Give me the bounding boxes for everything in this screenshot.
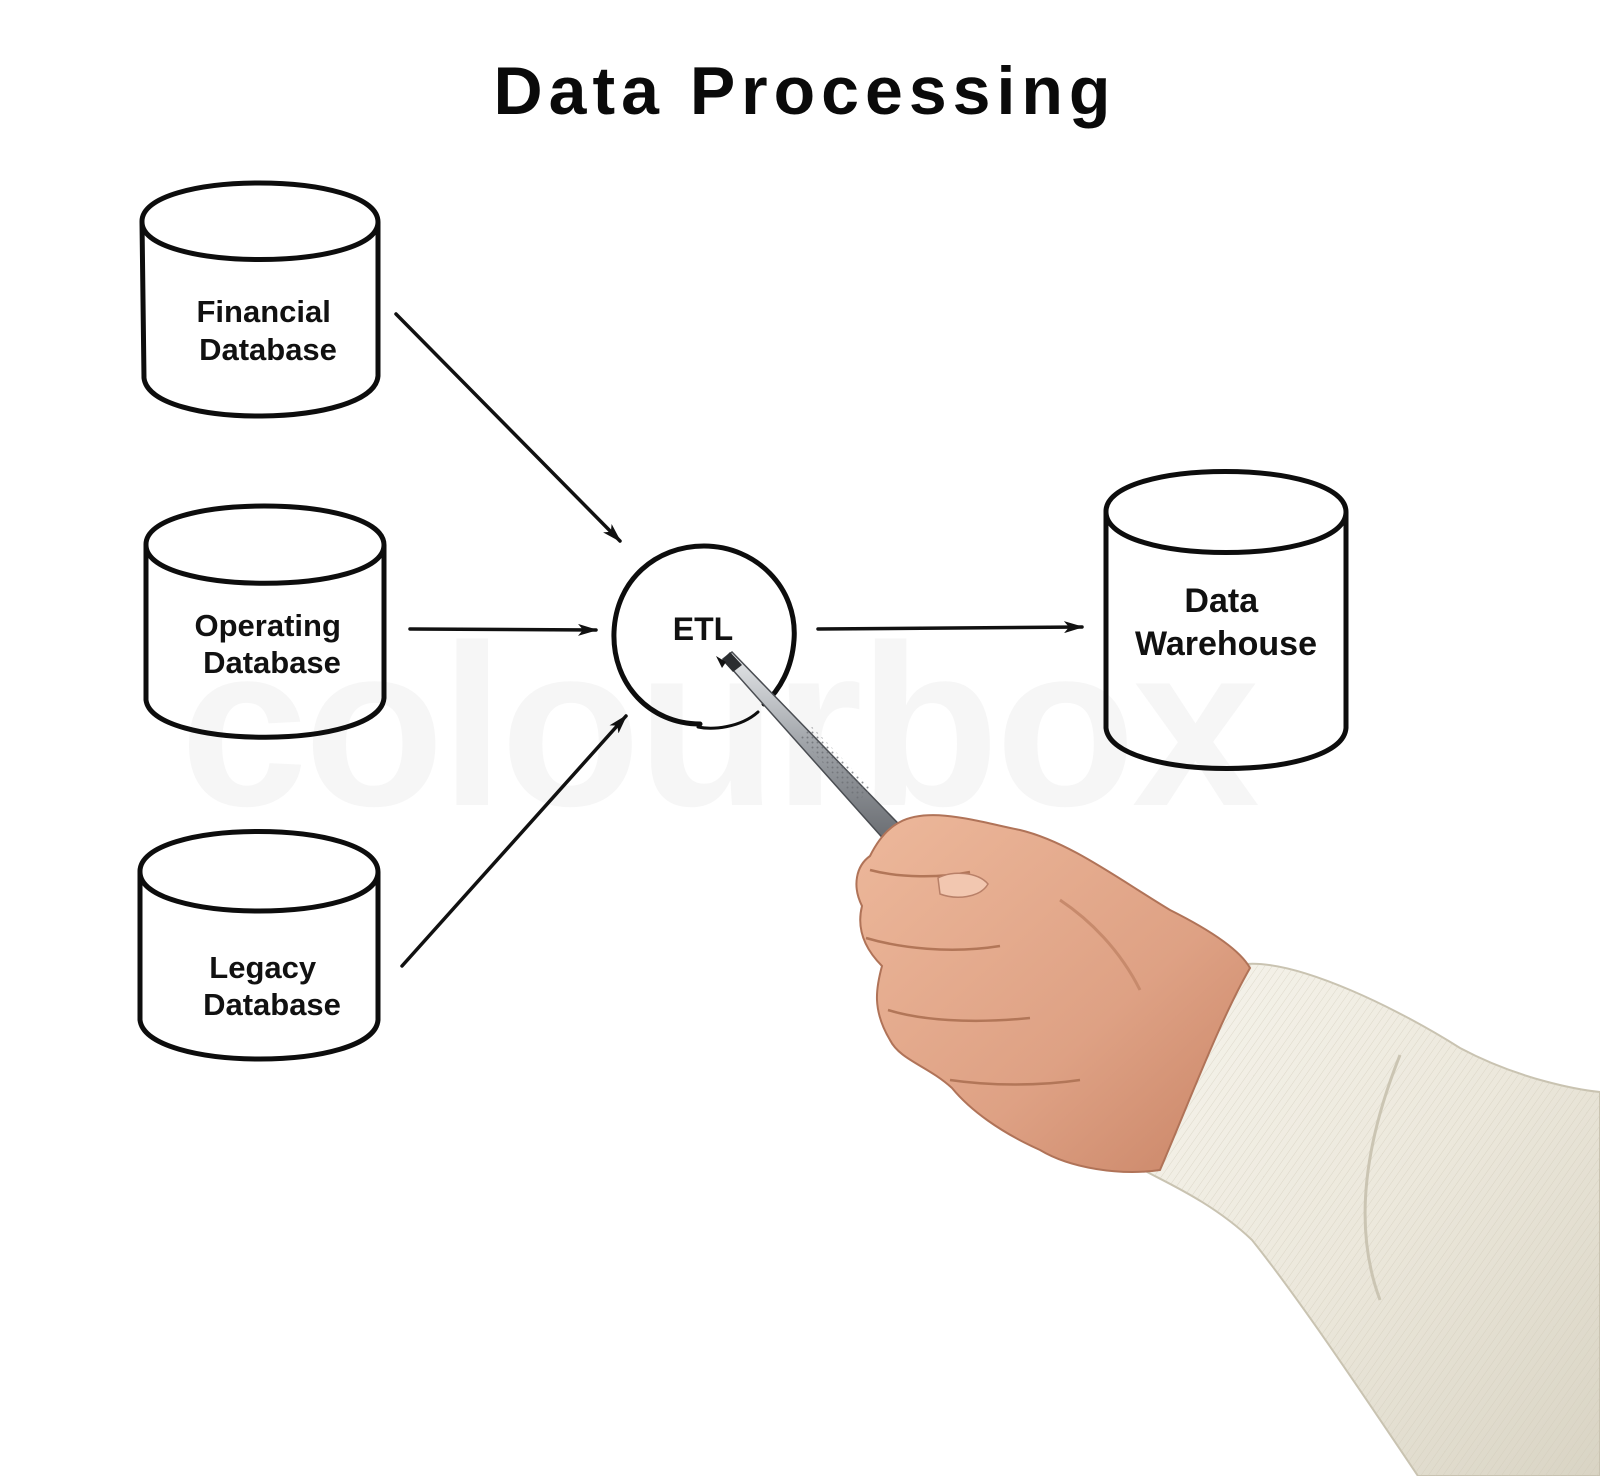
legacy-database-label-line1: Legacy xyxy=(209,950,317,985)
data-warehouse-node: Data Warehouse xyxy=(1103,469,1349,771)
svg-text:Legacy Database: Legacy Database xyxy=(203,950,341,1022)
legacy-database-node: Legacy Database xyxy=(137,829,381,1062)
database-icon xyxy=(1103,469,1349,771)
etl-label: ETL xyxy=(673,611,733,647)
financial-database-node: Financial Database xyxy=(139,180,381,419)
arrow-operating-to-etl xyxy=(408,623,598,636)
page-title: Data Processing xyxy=(494,53,1117,129)
data-warehouse-label-line1: Data xyxy=(1184,582,1259,620)
legacy-database-label-line2: Database xyxy=(203,987,341,1022)
database-icon xyxy=(139,180,381,419)
database-icon xyxy=(143,503,387,740)
etl-process-node: ETL xyxy=(611,543,797,730)
financial-database-label-line2: Database xyxy=(199,332,337,367)
operating-database-label-line2: Database xyxy=(203,645,341,680)
data-warehouse-label-line2: Warehouse xyxy=(1135,625,1317,663)
database-icon xyxy=(137,829,381,1062)
arrow-etl-to-warehouse xyxy=(816,621,1084,634)
hand-with-pen-image xyxy=(716,650,1600,1476)
process-circle xyxy=(611,543,797,727)
operating-database-node: Operating Database xyxy=(143,503,387,740)
hand xyxy=(855,814,1252,1173)
arrow-financial-to-etl xyxy=(394,312,622,543)
svg-text:Operating Database: Operating Database xyxy=(194,608,349,680)
svg-text:Financial Database: Financial Database xyxy=(197,294,340,367)
svg-text:Data Warehouse: Data Warehouse xyxy=(1135,582,1317,663)
arrow-legacy-to-etl xyxy=(400,714,628,968)
financial-database-label-line1: Financial xyxy=(197,294,331,329)
process-circle-tail xyxy=(696,710,760,730)
operating-database-label-line1: Operating xyxy=(194,608,340,643)
